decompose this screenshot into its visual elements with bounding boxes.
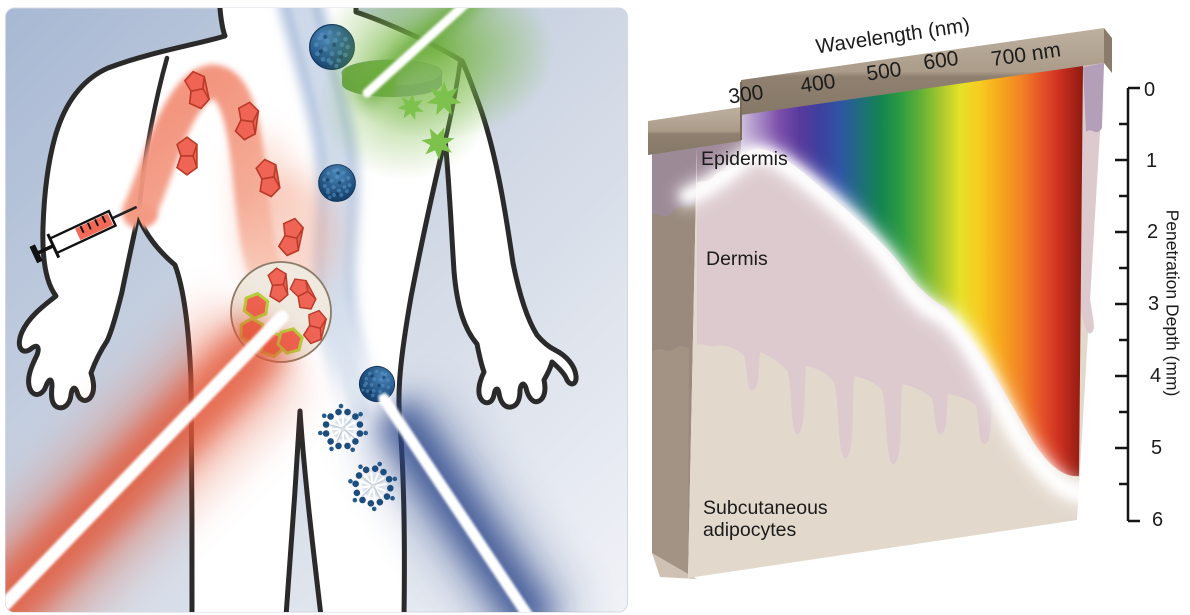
depth-axis xyxy=(1115,86,1140,523)
blue-laser-beam xyxy=(356,389,584,612)
wavelength-tick-600: 600 xyxy=(921,46,960,75)
block-bottom-bevel xyxy=(652,553,697,579)
wavelength-tick-400: 400 xyxy=(798,69,837,98)
skin-surface-top xyxy=(648,28,1112,155)
depth-tick-6: 6 xyxy=(1152,508,1164,531)
depth-tick-5: 5 xyxy=(1151,436,1163,459)
right-panel-skin-block xyxy=(648,28,1140,579)
epidermis-label: Epidermis xyxy=(701,148,788,170)
syringe-icon xyxy=(29,205,138,264)
depth-tick-0: 0 xyxy=(1144,78,1156,101)
depth-tick-2: 2 xyxy=(1147,220,1159,243)
wavelength-tick-300: 300 xyxy=(726,80,765,109)
depth-tick-3: 3 xyxy=(1148,292,1160,315)
penetration-depth-curve xyxy=(675,141,1117,507)
subcutaneous-label: Subcutaneous adipocytes xyxy=(703,497,828,541)
dermis-label: Dermis xyxy=(706,248,768,270)
depth-tick-1: 1 xyxy=(1146,149,1158,172)
syringe-needle xyxy=(111,205,138,220)
depth-axis-title: Penetration Depth (mm) xyxy=(1162,209,1183,397)
left-panel-body-illustration xyxy=(5,7,628,613)
wavelength-tick-500: 500 xyxy=(864,57,903,86)
bloodstream-flow xyxy=(276,8,381,434)
red-laser-beam xyxy=(5,299,307,612)
depth-tick-4: 4 xyxy=(1150,364,1162,387)
